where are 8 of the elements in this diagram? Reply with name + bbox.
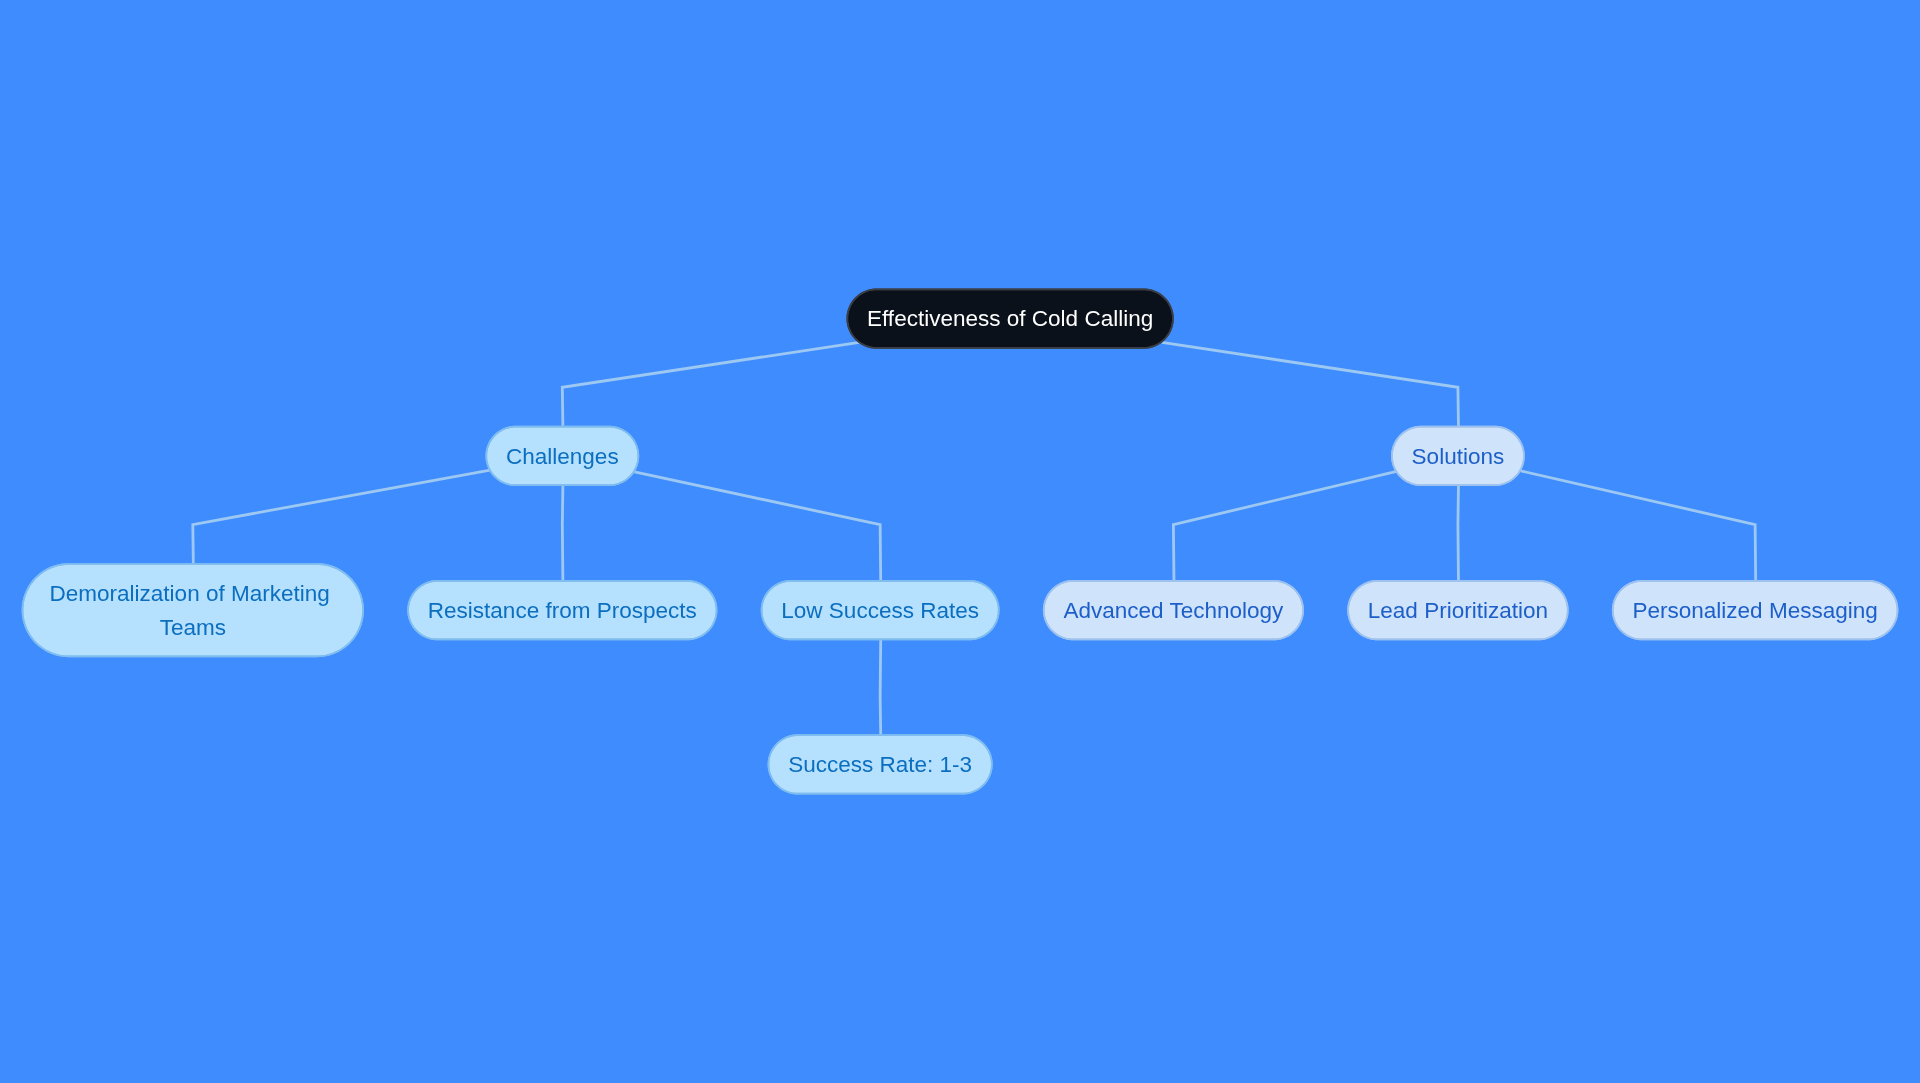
connector — [1161, 340, 1460, 428]
connector — [878, 640, 883, 736]
connector — [1172, 470, 1397, 582]
connector — [634, 470, 883, 582]
connector — [560, 340, 860, 428]
connector — [1520, 469, 1758, 582]
connector — [1456, 485, 1460, 582]
connector — [560, 485, 565, 582]
